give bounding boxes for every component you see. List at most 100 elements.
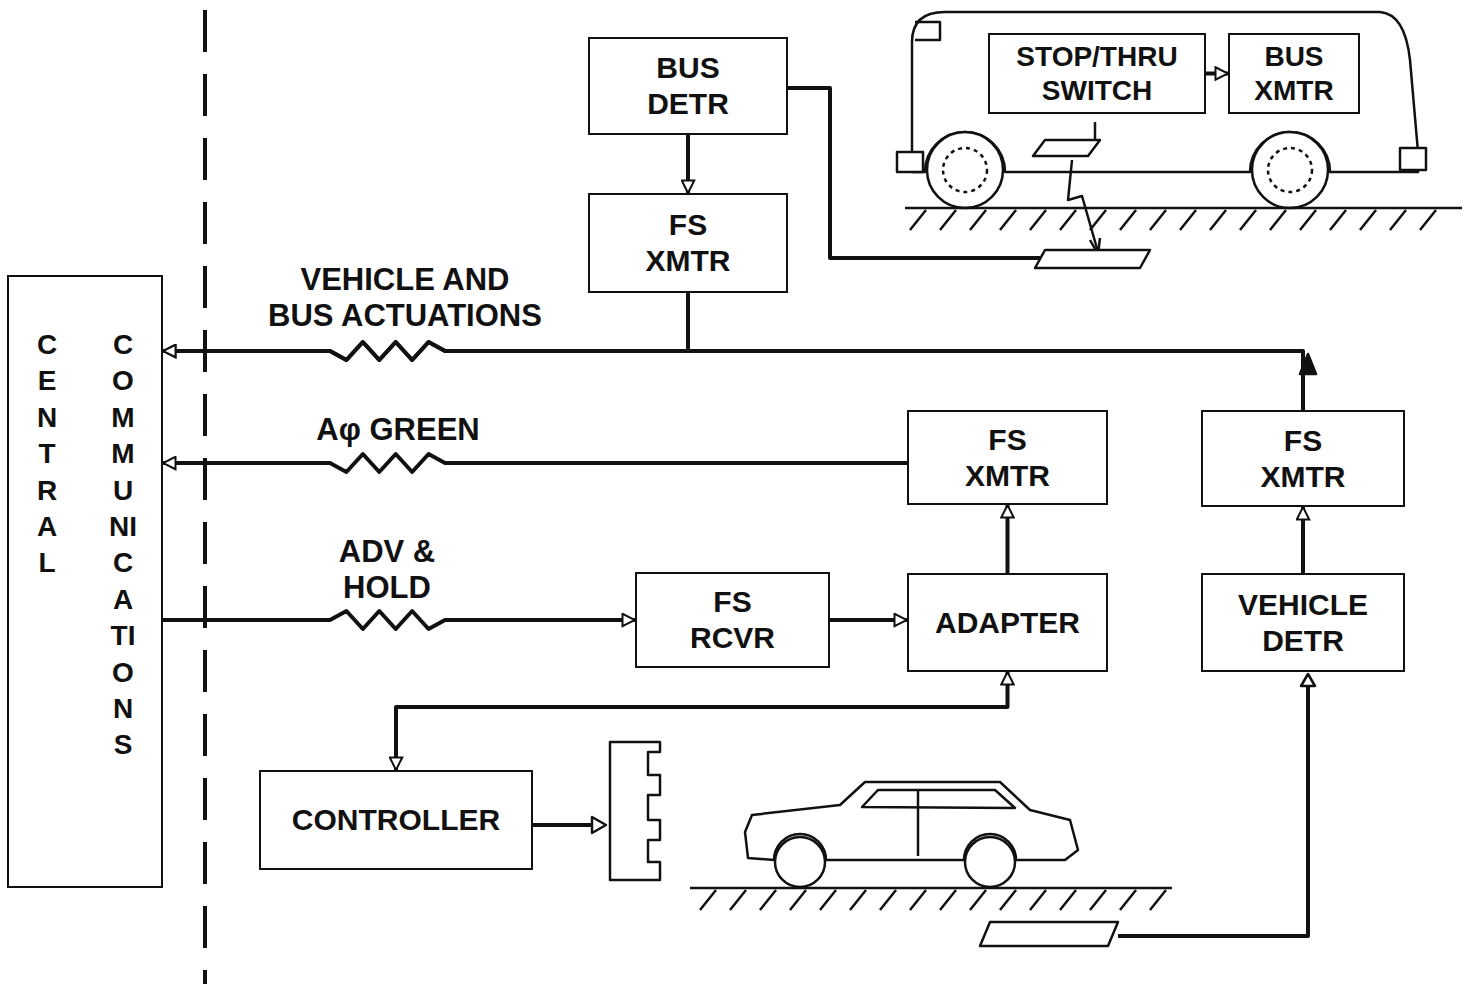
radio-link: [1068, 160, 1098, 252]
text-holder: ADAPTER: [935, 605, 1080, 641]
arrowhead: [592, 817, 606, 833]
hatch-stroke: [1030, 890, 1046, 910]
road-surface: [905, 207, 1462, 210]
box-label: BUS DETR: [647, 50, 729, 122]
hatch-stroke: [880, 890, 896, 910]
hatch-stroke: [1030, 210, 1046, 230]
connector: [163, 342, 1303, 410]
detector-box: VEHICLE DETR: [1201, 573, 1405, 672]
hatch-stroke: [850, 890, 866, 910]
box-label: FS XMTR: [1261, 423, 1346, 495]
hatch-stroke: [1150, 210, 1166, 230]
bus-hub: [1268, 148, 1312, 192]
connector: [1301, 507, 1305, 573]
adapter-box: ADAPTER: [907, 573, 1108, 672]
central-box: CENTRAL COMMUNICATIONS: [7, 275, 163, 888]
hatch-stroke: [910, 210, 926, 230]
hatch-stroke: [1060, 210, 1076, 230]
vertical-label: COMMUNICATIONS: [109, 327, 137, 764]
signal-wire: [533, 823, 594, 827]
bus-loop-detector: [1035, 250, 1150, 268]
box-label: VEHICLE DETR: [1238, 587, 1368, 659]
vertical-label: CENTRAL: [33, 327, 61, 582]
text-holder: VEHICLE DETR: [1238, 587, 1368, 659]
transmitter-box: FS XMTR: [588, 193, 788, 293]
connector: [1006, 505, 1010, 573]
text-holder: FS XMTR: [965, 422, 1050, 494]
receiver-box: FS RCVR: [635, 572, 830, 668]
hatch-stroke: [1420, 210, 1436, 230]
hatch-stroke: [940, 210, 956, 230]
hatch-stroke: [970, 890, 986, 910]
car-wheel: [965, 837, 1015, 887]
text-holder: BUS DETR: [647, 50, 729, 122]
hatch-stroke: [1180, 210, 1196, 230]
hatch-stroke: [1300, 210, 1316, 230]
bus-windshield: [915, 22, 940, 40]
hatch-stroke: [1000, 210, 1016, 230]
transmitter-box: FS XMTR: [1201, 410, 1405, 507]
connector: [163, 611, 635, 629]
hatch-stroke: [1120, 890, 1136, 910]
hatch-stroke: [1090, 890, 1106, 910]
text-holder: FS XMTR: [646, 207, 731, 279]
connector: [1206, 72, 1228, 76]
hatch-stroke: [970, 210, 986, 230]
box-label: ADAPTER: [935, 605, 1080, 641]
hatch-stroke: [1090, 210, 1106, 230]
connector: [163, 454, 907, 472]
connector: [686, 135, 690, 193]
hatch-stroke: [910, 890, 926, 910]
bus-bumper: [897, 152, 923, 172]
box-label: BUS XMTR: [1254, 40, 1333, 107]
signal-label: VEHICLE AND BUS ACTUATIONS: [246, 262, 564, 333]
box-label: CONTROLLER: [292, 802, 500, 838]
detector-box: BUS DETR: [588, 37, 788, 135]
car-wheel: [775, 837, 825, 887]
hatch-stroke: [1360, 210, 1376, 230]
hatch-stroke: [1150, 890, 1166, 910]
connector: [830, 618, 907, 622]
hatch-stroke: [700, 890, 716, 910]
bus-wheel: [1252, 132, 1328, 208]
text-holder: CONTROLLER: [292, 802, 500, 838]
signal-label: ADV & HOLD: [323, 534, 451, 605]
road-hatching: [700, 890, 1166, 910]
controller-box: CONTROLLER: [259, 770, 533, 870]
transmitter-box: BUS XMTR: [1228, 33, 1360, 114]
bus-bumper: [1400, 148, 1426, 170]
arrowhead: [1301, 674, 1315, 686]
hatch-stroke: [1000, 890, 1016, 910]
bus-wheel: [927, 132, 1003, 208]
signal-label: Aφ GREEN: [312, 412, 483, 448]
hatch-stroke: [940, 890, 956, 910]
bus-hub: [943, 148, 987, 192]
box-label: STOP/THRU SWITCH: [1016, 40, 1177, 107]
box-label: FS XMTR: [646, 207, 731, 279]
antenna-lead: [1094, 122, 1097, 140]
text-holder: CENTRAL COMMUNICATIONS: [9, 327, 161, 764]
hatch-stroke: [790, 890, 806, 910]
hatch-stroke: [1240, 210, 1256, 230]
switch-box: STOP/THRU SWITCH: [988, 33, 1206, 114]
vehicle-loop-detector: [980, 922, 1118, 946]
text-holder: FS XMTR: [1261, 423, 1346, 495]
box-label: FS RCVR: [690, 584, 775, 656]
vehicle-loop-wire: [1118, 684, 1308, 936]
transmitter-box: FS XMTR: [907, 410, 1108, 505]
car-window: [862, 790, 1015, 808]
hatch-stroke: [1210, 210, 1226, 230]
road-hatching: [910, 210, 1436, 230]
signal-head: [610, 742, 660, 880]
hatch-stroke: [1390, 210, 1406, 230]
hatch-stroke: [760, 890, 776, 910]
hatch-stroke: [730, 890, 746, 910]
car-door: [917, 790, 920, 856]
text-holder: BUS XMTR: [1254, 40, 1333, 107]
road-surface: [690, 887, 1172, 890]
box-label: FS XMTR: [965, 422, 1050, 494]
hatch-stroke: [1120, 210, 1136, 230]
hatch-stroke: [1330, 210, 1346, 230]
bus-antenna-plate: [1033, 140, 1100, 156]
hatch-stroke: [820, 890, 836, 910]
